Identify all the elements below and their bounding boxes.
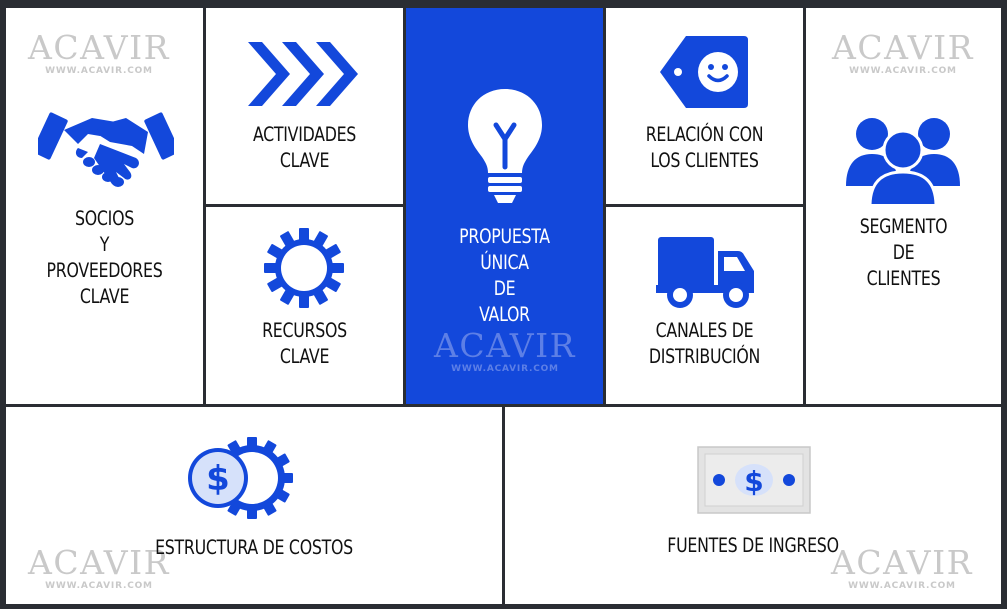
watermark-url: WWW.ACAVIR.COM: [848, 581, 956, 591]
watermark: ACAVIR WWW.ACAVIR.COM: [818, 30, 988, 77]
delivery-truck-icon: [656, 237, 754, 308]
svg-text:$: $: [206, 459, 230, 499]
block-fuentes-ingreso: ACAVIR WWW.ACAVIR.COM $ FUENTES DE INGRE…: [505, 407, 1001, 604]
block-recursos-label: RECURSOS CLAVE: [262, 319, 347, 368]
watermark-brand: ACAVIR: [28, 28, 170, 67]
smiley-tag-icon: [660, 36, 748, 108]
block-propuesta-valor: PROPUESTA ÚNICA DE VALOR ACAVIR WWW.ACAV…: [406, 8, 603, 404]
triple-chevron-icon: [248, 42, 358, 106]
block-socios-clave: ACAVIR WWW.ACAVIR.COM SOCIOS Y PROVEEDOR…: [6, 8, 203, 404]
watermark: ACAVIR WWW.ACAVIR.COM: [14, 30, 184, 77]
block-propuesta-label: PROPUESTA ÚNICA DE VALOR: [459, 225, 550, 326]
people-group-icon: [846, 118, 960, 204]
watermark-url: WWW.ACAVIR.COM: [849, 66, 957, 76]
block-segmento-label: SEGMENTO DE CLIENTES: [859, 215, 948, 290]
dollar-coin-gear-icon: $: [188, 437, 293, 519]
handshake-icon: [38, 112, 174, 187]
watermark-brand: ACAVIR: [832, 28, 974, 67]
block-canales-label: CANALES DE DISTRIBUCIÓN: [648, 319, 761, 368]
svg-text:$: $: [744, 465, 763, 498]
block-socios-label: SOCIOS Y PROVEEDORES CLAVE: [46, 207, 163, 308]
block-estructura-costos: ACAVIR WWW.ACAVIR.COM $: [6, 407, 502, 604]
watermark-url: WWW.ACAVIR.COM: [45, 66, 153, 76]
block-actividades-label: ACTIVIDADES CLAVE: [252, 123, 357, 172]
block-recursos-clave: RECURSOS CLAVE: [206, 207, 403, 404]
block-relacion-clientes: RELACIÓN CON LOS CLIENTES: [606, 8, 803, 204]
block-ingresos-label: FUENTES DE INGRESO: [667, 534, 839, 557]
block-segmento-clientes: ACAVIR WWW.ACAVIR.COM SEGMENTO DE CLIENT…: [806, 8, 1001, 404]
gear-icon: [264, 228, 344, 308]
block-relacion-label: RELACIÓN CON LOS CLIENTES: [645, 123, 764, 172]
lightbulb-icon: [468, 89, 542, 203]
banknote-icon: $: [697, 446, 811, 514]
watermark: ACAVIR WWW.ACAVIR.COM: [420, 328, 590, 375]
block-canales-distribucion: CANALES DE DISTRIBUCIÓN: [606, 207, 803, 404]
watermark-url: WWW.ACAVIR.COM: [451, 364, 559, 374]
watermark-url: WWW.ACAVIR.COM: [45, 581, 153, 591]
block-actividades-clave: ACTIVIDADES CLAVE: [206, 8, 403, 204]
block-costos-label: ESTRUCTURA DE COSTOS: [155, 536, 353, 559]
watermark-brand: ACAVIR: [434, 326, 576, 365]
